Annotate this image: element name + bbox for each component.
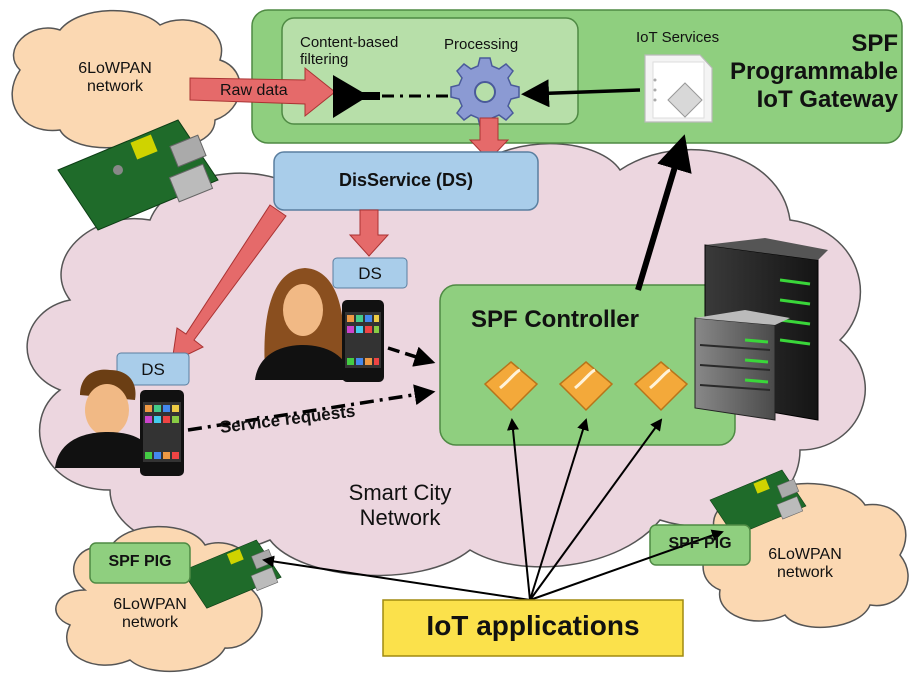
processing-label: Processing <box>444 36 519 53</box>
lowpan-bottom-right-line1: 6LoWPAN <box>768 546 842 563</box>
gateway-title-line2: Programmable <box>729 58 898 85</box>
controller-module-icon <box>558 361 614 412</box>
services-to-processing-arrow <box>521 79 641 108</box>
smart-city-line2: Network <box>359 505 441 531</box>
user-male-avatar <box>55 369 158 468</box>
raw-data-arrow <box>189 66 336 118</box>
ds-box-female <box>332 257 408 289</box>
disservice-label: DisService (DS) <box>338 170 474 190</box>
spf-pig-box-left <box>89 542 191 584</box>
ds-to-user-female-arrow <box>348 209 390 257</box>
spf-pig-label-right: SPF PIG <box>668 535 732 552</box>
iot-applications-label: IoT applications <box>426 610 640 641</box>
raspberry-pi-board-icon <box>57 119 219 231</box>
lowpan-label-bottom-right: 6LoWPAN network <box>750 546 860 583</box>
lowpan-bottom-left-line1: 6LoWPAN <box>113 596 187 613</box>
content-filtering-label: Content-based filtering <box>300 34 398 69</box>
spf-pig-box-right <box>649 524 751 566</box>
smart-city-line1: Smart City <box>348 480 452 505</box>
iot-services-label: IoT Services <box>636 29 720 46</box>
disservice-box <box>273 151 539 211</box>
apps-to-controller-arrows <box>262 418 724 601</box>
filter-shape <box>333 75 380 118</box>
raspberry-pi-board-icon <box>709 469 807 537</box>
gateway-title-line1: SPF <box>851 30 898 57</box>
smartphone-icon <box>140 390 184 476</box>
iot-services-icon <box>644 54 713 123</box>
processing-gear-icon <box>450 57 520 127</box>
server-icon <box>694 310 790 421</box>
smart-city-label: Smart City Network <box>330 480 470 531</box>
controller-title: SPF Controller <box>470 306 639 333</box>
content-filtering-line2: filtering <box>300 51 349 69</box>
raw-data-label: Raw data <box>220 82 288 99</box>
controller-module-icon <box>483 361 539 412</box>
controller-to-gateway-arrow <box>635 134 692 291</box>
iot-applications-box <box>382 599 684 657</box>
ds-label-female: DS <box>358 264 382 283</box>
gateway-title-line3: IoT Gateway <box>756 86 898 113</box>
lowpan-top-left-line2: network <box>86 78 144 96</box>
processing-to-ds-arrow <box>468 117 510 161</box>
lowpan-bottom-right-line2: network <box>776 564 834 582</box>
spf-pig-label-left: SPF PIG <box>108 553 172 570</box>
female-request-arrow <box>387 346 436 367</box>
user-female-avatar <box>255 268 352 380</box>
gateway-title: SPF Programmable IoT Gateway <box>730 30 898 114</box>
ds-box-male <box>116 352 190 386</box>
lowpan-label-top-left: 6LoWPAN network <box>60 60 170 97</box>
lowpan-top-left-line1: 6LoWPAN <box>78 60 152 77</box>
ds-label-male: DS <box>141 360 165 379</box>
content-filtering-line1: Content-based <box>300 34 399 51</box>
lowpan-bottom-left-line2: network <box>121 614 179 632</box>
service-requests-arrow <box>187 384 436 432</box>
controller-module-icon <box>633 361 689 412</box>
lowpan-label-bottom-left: 6LoWPAN network <box>95 596 205 633</box>
smartphone-icon <box>342 300 384 382</box>
